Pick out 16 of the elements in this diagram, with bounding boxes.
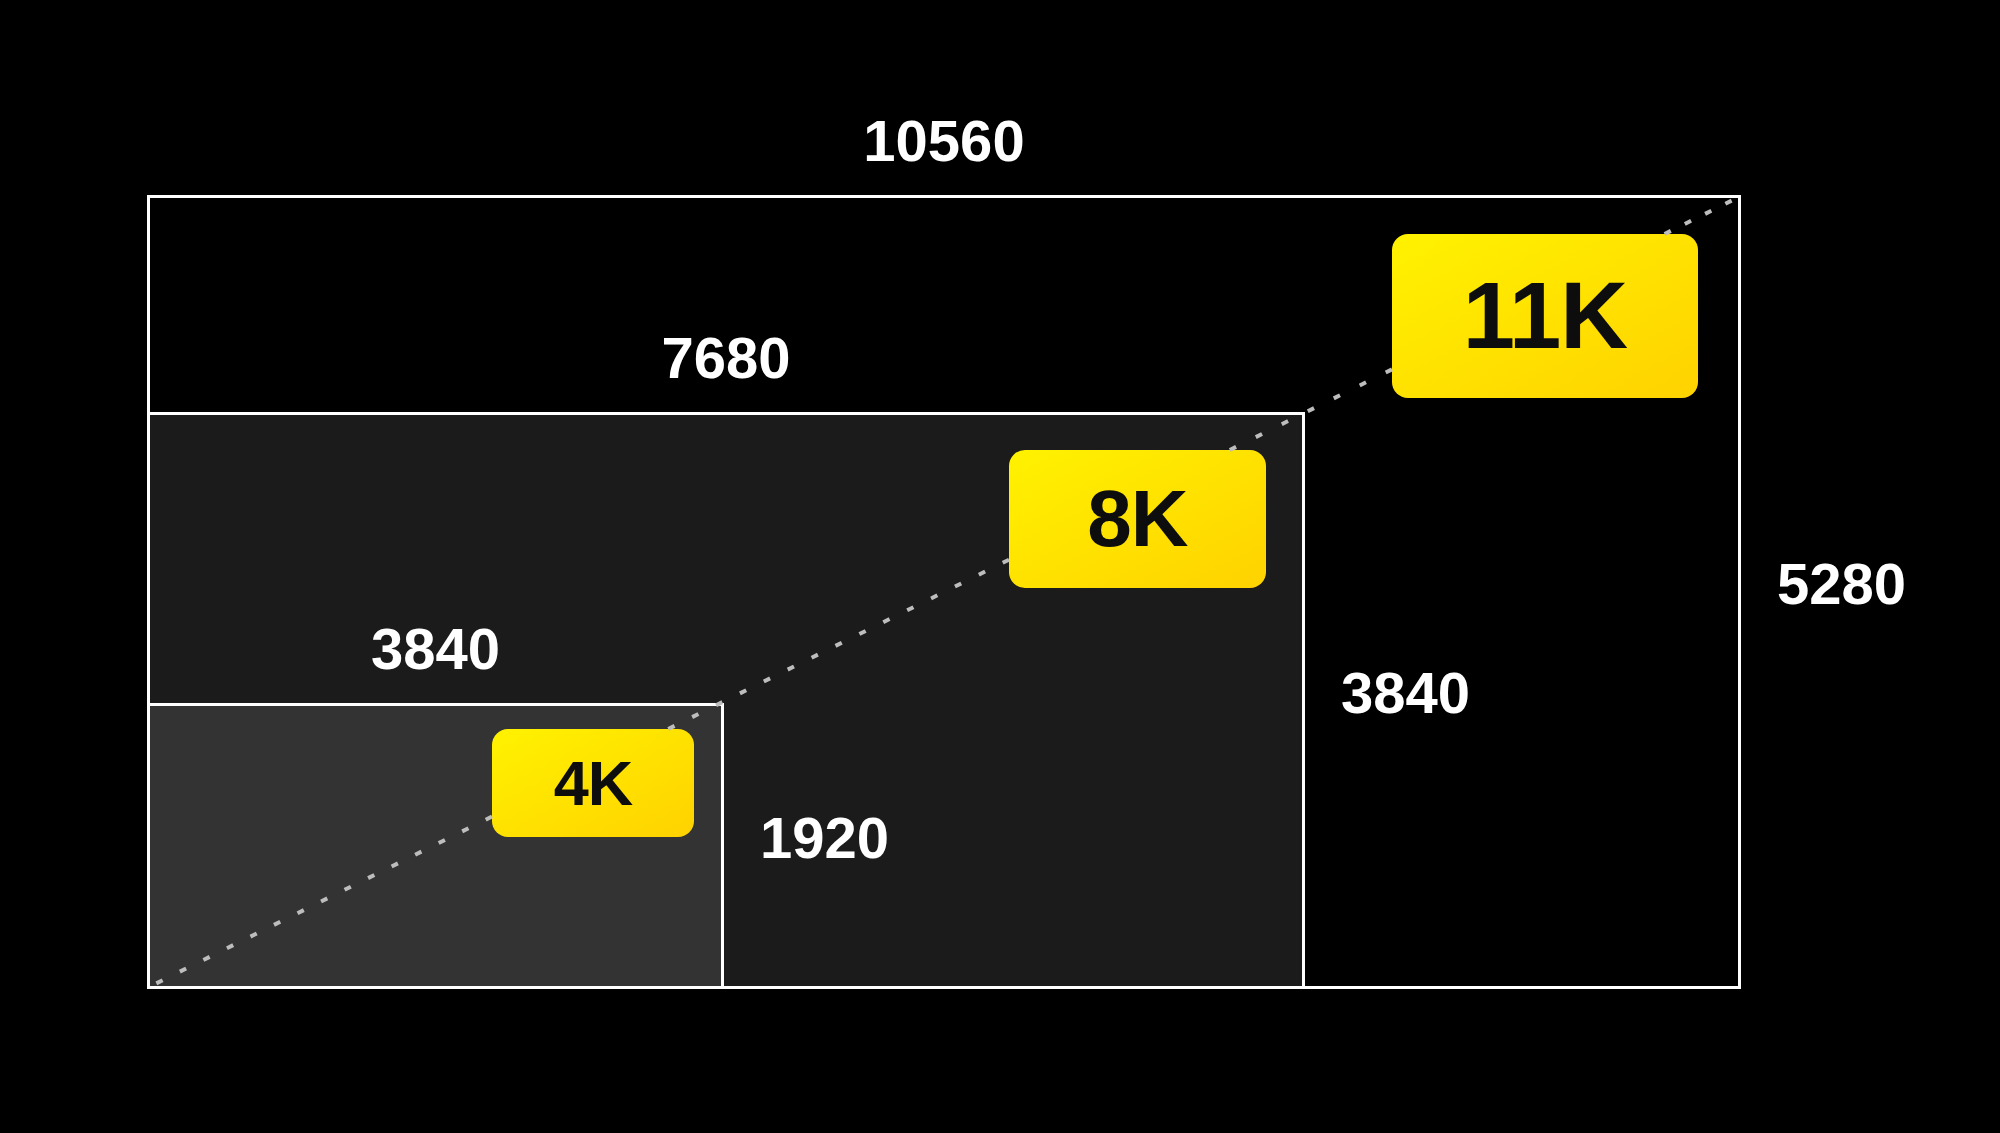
resolution-badge: 8K [1009, 450, 1266, 588]
resolution-badge: 4K [492, 729, 694, 837]
dimension-label: 3840 [371, 620, 500, 678]
dimension-label: 7680 [661, 329, 791, 387]
resolution-badge: 11K [1392, 234, 1698, 398]
dotted-line [155, 814, 493, 986]
resolution-area [147, 703, 724, 989]
dotted-line [1228, 367, 1393, 452]
resolution-area [147, 412, 1305, 989]
resolution-area [147, 195, 1741, 989]
dotted-line [1663, 198, 1733, 236]
dimension-label: 1920 [760, 809, 890, 867]
dimension-label: 5280 [1777, 555, 1907, 613]
dimension-label: 10560 [863, 112, 1025, 170]
dimension-label: 3840 [1341, 663, 1471, 722]
dotted-line [667, 557, 1010, 731]
